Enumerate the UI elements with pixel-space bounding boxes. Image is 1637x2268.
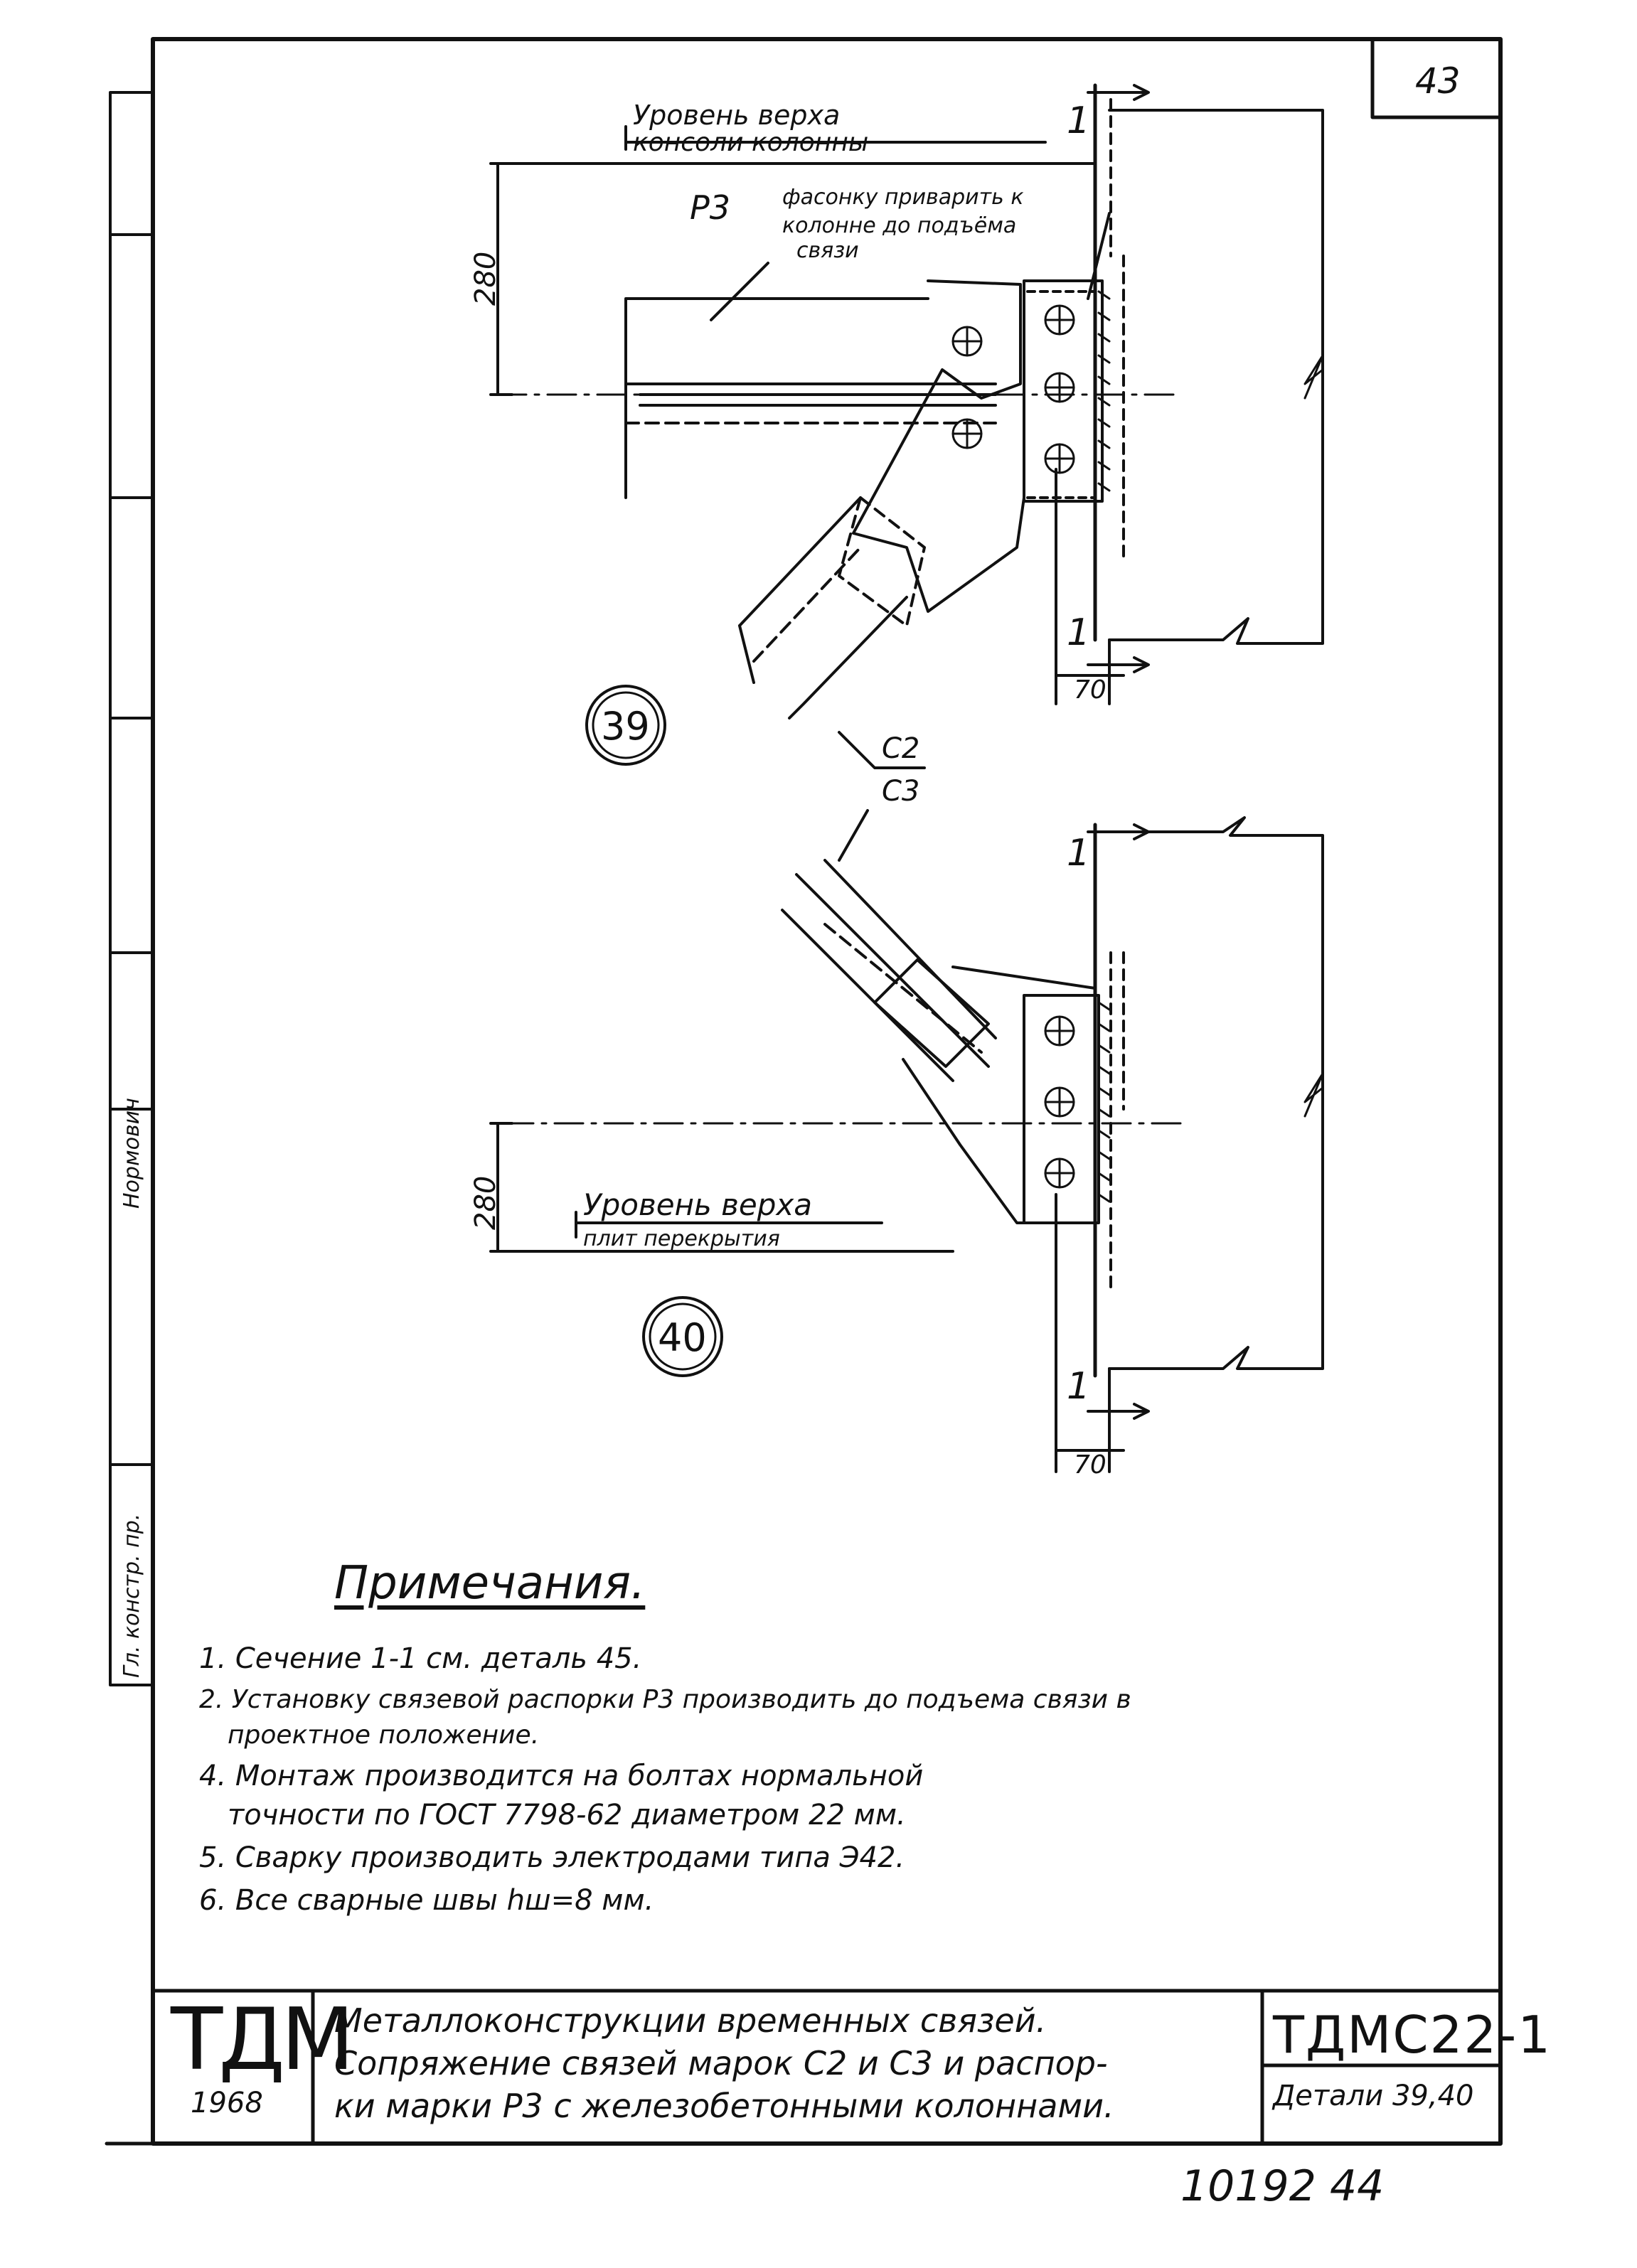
weld-note-line2: колонне до подъёма [782,213,1017,238]
section-mark-bottom-2: 1 [1067,1365,1091,1408]
side-stamp-chief-designer: Гл. констр. пр. [119,1513,144,1678]
link-mark-c3: С3 [882,775,920,808]
brace-mark-p3: Р3 [690,188,731,227]
detail-40-label: 40 [658,1315,707,1360]
title-line-2: Сопряжение связей марок С2 и С3 и распор… [334,2044,1108,2082]
title-block-lines [151,1989,1503,2146]
level-label-consoles-line2: консоли колонны [633,128,869,157]
weld-note-line3: связи [796,238,859,263]
section-mark-bottom-1: 1 [1067,832,1091,874]
level-label-plates-line1: Уровень верха [583,1187,812,1222]
detail-39-drawing [489,83,1324,862]
notes-title: Примечания. [334,1557,646,1610]
note-4-cont: точности по ГОСТ 7798-62 диаметром 22 мм… [228,1799,906,1831]
dim-280-top: 280 [469,251,502,306]
section-mark-top-1: 1 [1067,100,1091,142]
document-code: ТДМС22-1 [1273,2005,1552,2065]
sheet-number: 43 [1415,60,1461,102]
note-2-cont: проектное положение. [228,1721,540,1750]
binding-strip [109,91,154,1686]
title-block-year: 1968 [191,2087,263,2119]
section-mark-top-2: 1 [1067,611,1091,654]
note-1: 1. Сечение 1-1 см. деталь 45. [199,1642,642,1675]
footer-stamp: 10192 44 [1180,2161,1385,2211]
note-4: 4. Монтаж производится на болтах нормаль… [199,1760,924,1792]
note-2: 2. Установку связевой распорки Р3 произв… [199,1685,1131,1714]
detail-40-drawing [489,816,1324,1473]
sheet-detail-label: Детали 39,40 [1273,2080,1474,2112]
detail-39-label: 39 [601,704,650,749]
note-5: 5. Сварку производить электродами типа Э… [199,1841,905,1874]
note-6: 6. Все сварные швы hш=8 мм. [199,1884,654,1917]
side-stamp-signature: Нормович [119,1098,144,1209]
link-mark-c2: С2 [882,732,920,765]
title-line-3: ки марки Р3 с железобетонными колоннами. [334,2087,1114,2125]
weld-note-line1: фасонку приварить к [782,185,1024,210]
tdm-logo: ТДМ [171,1991,355,2090]
dim-280-bottom: 280 [469,1175,502,1230]
dim-70-bottom: 70 [1074,1450,1107,1480]
level-label-plates-line2: плит перекрытия [583,1226,780,1251]
title-line-1: Металлоконструкции временных связей. [334,2001,1047,2040]
sheet-number-box [1370,37,1503,119]
level-label-consoles-line1: Уровень верха [633,100,841,131]
dim-70-top: 70 [1074,675,1107,705]
